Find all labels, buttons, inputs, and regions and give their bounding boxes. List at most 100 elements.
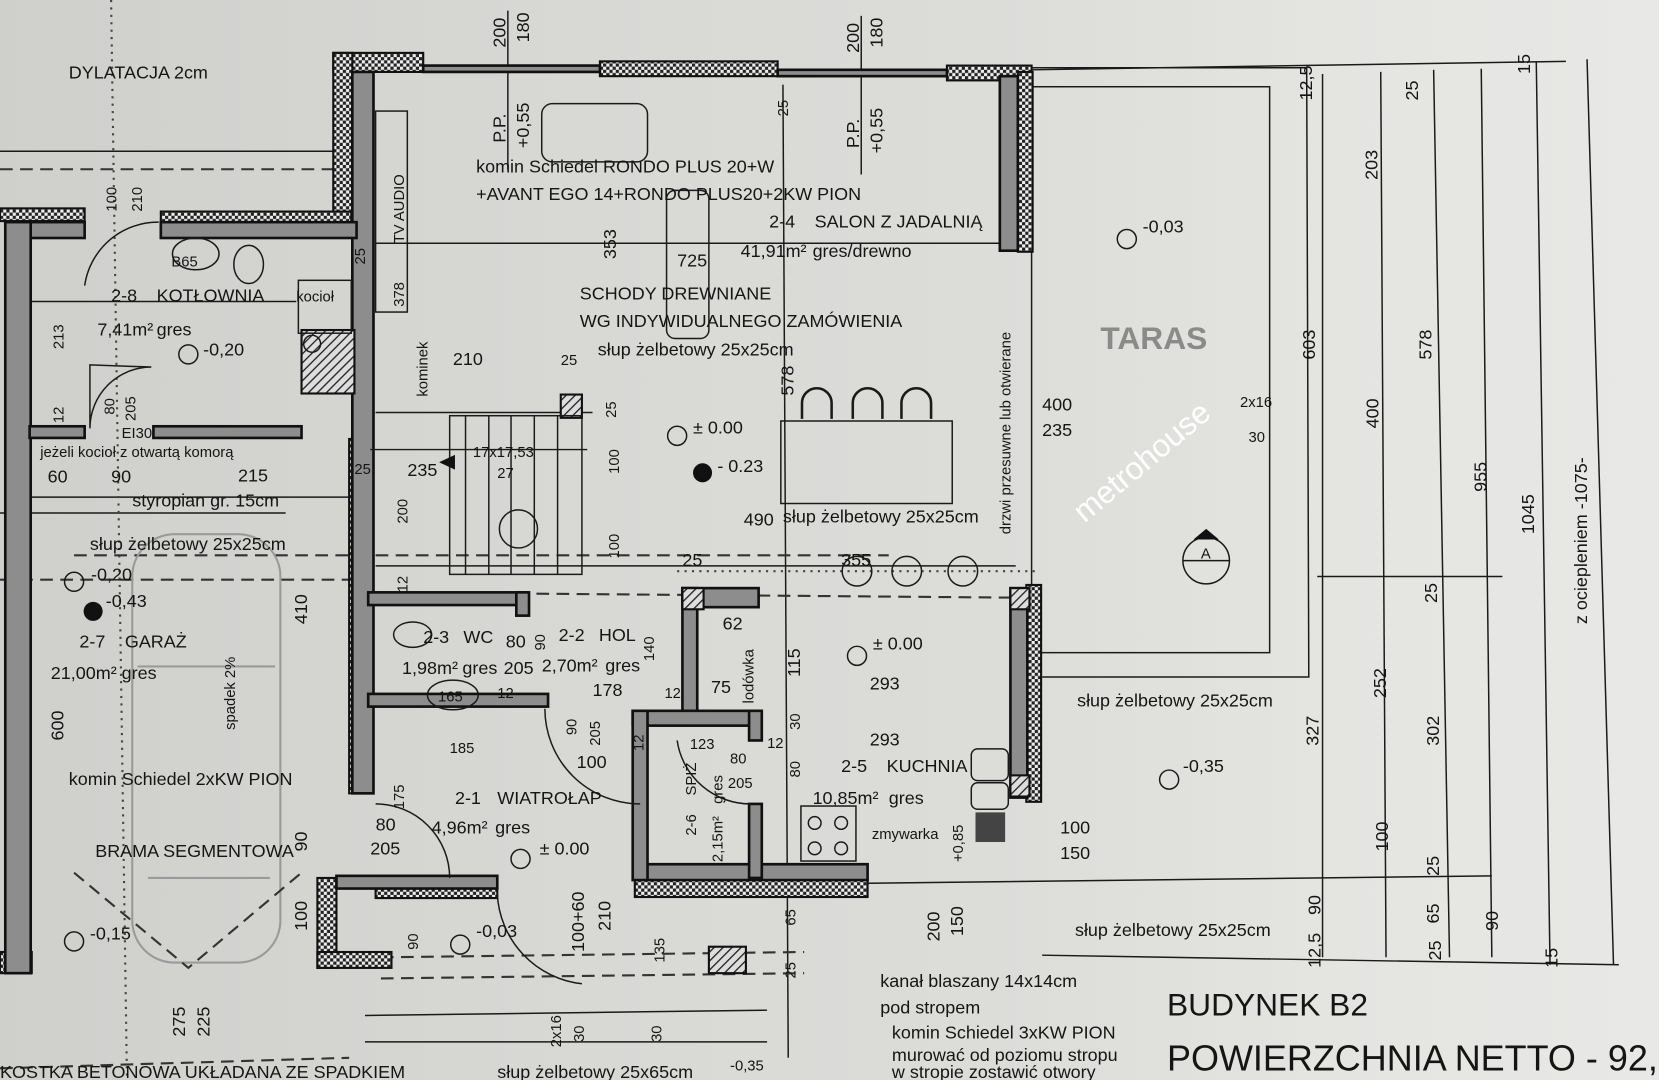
- level-label: -0,43: [106, 591, 147, 611]
- room-name: SPIŻ: [682, 763, 700, 796]
- dim-label: 215: [238, 465, 268, 485]
- dim-label: 205: [588, 721, 604, 746]
- wc-toilet: [392, 621, 433, 649]
- dim-label: 80: [506, 631, 526, 651]
- dim-label: 90: [111, 466, 131, 486]
- dimension-lines: [0, 0, 1619, 1080]
- watermark: metrohouse: [1066, 394, 1217, 529]
- room-number: 2-6: [684, 814, 700, 835]
- building-title: BUDYNEK B2: [1167, 986, 1368, 1022]
- dim-label: 90: [565, 719, 581, 735]
- staircase: [370, 414, 588, 576]
- room-area: 1,98m²: [402, 658, 458, 678]
- dim-label: 100+60: [568, 892, 588, 952]
- dim-label: 12: [664, 686, 680, 702]
- dim-label: 210: [594, 901, 614, 931]
- room-wiatrolap: 2-1 WIATROŁAP 4,96m² gres: [432, 788, 602, 838]
- garage-door-swing: [73, 871, 303, 970]
- dim-label: 25: [1402, 80, 1422, 100]
- note-duct: kanał blaszany 14x14cm: [880, 971, 1077, 991]
- dim-label: 200: [843, 23, 863, 53]
- dim-label: 25: [1423, 856, 1443, 876]
- dim-label: 25: [1421, 583, 1441, 603]
- dim-label: 205: [728, 776, 753, 792]
- dim-label: 353: [600, 229, 620, 259]
- room-floor: gres: [495, 818, 530, 838]
- fireplace-outline: [540, 102, 649, 163]
- dim-label: 235: [1042, 420, 1072, 440]
- dim-label: 410: [291, 594, 311, 624]
- dim-label: 200: [924, 911, 944, 941]
- dim-label: 30: [572, 1025, 588, 1041]
- walls: [0, 51, 1043, 975]
- dim-label: 90: [533, 634, 549, 650]
- room-name: SALON Z JADALNIĄ: [815, 211, 984, 231]
- room-area: 2,15m²: [711, 816, 727, 862]
- note-chimney-3kw-2: murować od poziomu stropu: [892, 1045, 1118, 1065]
- dining-chairs: [800, 387, 933, 419]
- dim-label: 15: [1514, 54, 1534, 74]
- room-spiz: 2-6 SPIŻ 2,15m² gres: [682, 763, 726, 863]
- dim-label: 65: [1423, 903, 1443, 923]
- level-label: -0,20: [91, 565, 132, 585]
- dim-label: 12: [767, 736, 783, 752]
- note-dishwasher: zmywarka: [872, 827, 939, 843]
- room-number: 2-3: [423, 627, 449, 647]
- note-chimney-3kw-3: w stropie zostawić otwory: [891, 1062, 1096, 1080]
- dim-label: 210: [130, 187, 146, 212]
- room-floor: gres: [889, 788, 924, 808]
- dining-table: [780, 420, 953, 505]
- note-tv-audio: TV AUDIO: [392, 174, 408, 243]
- dim-label: 60: [48, 466, 68, 486]
- dim-label: 210: [453, 349, 483, 369]
- note-column: słup żelbetowy 25x25cm: [1077, 691, 1273, 711]
- dim-label: 75: [711, 677, 731, 697]
- dim-label: 90: [406, 933, 422, 949]
- dim-label: 1045: [1518, 494, 1538, 534]
- room-area: 21,00m²: [51, 663, 117, 683]
- room-number: 2-2: [559, 625, 585, 645]
- room-salon: 2-4 SALON Z JADALNIĄ 41,91m² gres/drewno: [741, 211, 984, 261]
- dim-label: 12,5: [1296, 66, 1316, 101]
- dim-label: 12: [395, 576, 411, 592]
- room-kuchnia: 2-5 KUCHNIA 10,85m² gres: [813, 756, 968, 808]
- dim-label: 200: [490, 18, 510, 48]
- dim-label: 62: [723, 613, 743, 633]
- dim-label: 293: [870, 674, 900, 694]
- room-number: 2-5: [841, 756, 867, 776]
- furniture: [63, 102, 1231, 985]
- room-area: 2,70m²: [542, 656, 598, 676]
- note-duct-2: pod stropem: [880, 997, 980, 1017]
- note-column: słup żelbetowy 25x25cm: [598, 339, 794, 359]
- note-pp: P.P.: [490, 113, 510, 142]
- terrace-level: -0,03: [1143, 217, 1184, 237]
- dim-label: 90: [291, 832, 311, 852]
- note-column-25x65: słup żelbetowy 25x65cm: [497, 1062, 693, 1080]
- kitchen-counter: [800, 748, 1010, 862]
- note-chimney-2kw: komin Schiedel 2xKW PION: [69, 769, 293, 789]
- dim-label: 180: [866, 18, 886, 48]
- dim-label: 100: [104, 187, 120, 212]
- room-number: 2-4: [769, 211, 795, 231]
- room-garaz: 2-7 GARAŻ 21,00m² gres: [51, 631, 187, 683]
- room-hol: 2-2 HOL 2,70m² gres: [542, 625, 640, 676]
- note-chimney-1: komin Schiedel RONDO PLUS 20+W: [476, 156, 774, 176]
- room-kotlownia: 2-8 KOTŁOWNIA 7,41m² gres: [97, 285, 264, 339]
- section-marker-a: [1182, 528, 1231, 585]
- door-swing: [375, 803, 451, 878]
- dim-label: 25: [682, 550, 702, 570]
- note-sliding-door: drzwi przesuwne lub otwierane: [998, 332, 1014, 534]
- room-floor: gres: [462, 658, 497, 678]
- level-label: ± 0.00: [693, 418, 743, 438]
- door-swing: [676, 740, 752, 805]
- room-name: WC: [463, 627, 493, 647]
- dim-label: 27: [497, 466, 513, 482]
- level-label: - 0.23: [717, 456, 763, 476]
- room-area: 10,85m²: [813, 788, 879, 808]
- dim-label: 225: [193, 1007, 213, 1037]
- level-markers: [63, 228, 1180, 955]
- room-floor: gres: [605, 656, 640, 676]
- dim-label: 25: [561, 353, 577, 369]
